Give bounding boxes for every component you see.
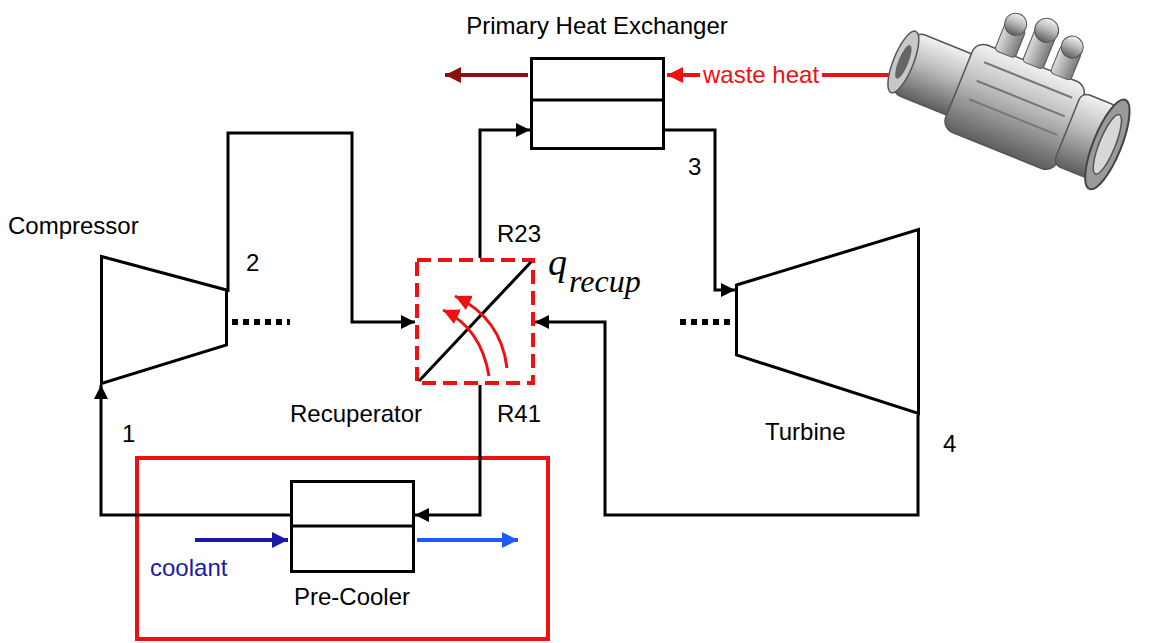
coolant-out-arrow bbox=[417, 538, 518, 542]
flow-line bbox=[665, 130, 735, 290]
engine-illustration bbox=[876, 0, 1153, 194]
recuperator: Recuperator bbox=[415, 258, 535, 385]
compressor-outline bbox=[100, 255, 228, 385]
highlight-frame bbox=[137, 458, 548, 639]
flow-line bbox=[415, 385, 480, 515]
heat-exchanger: Primary Heat Exchanger bbox=[530, 57, 665, 150]
flow-line bbox=[101, 385, 290, 515]
component-label: Recuperator bbox=[290, 400, 422, 428]
turbine-outline bbox=[735, 228, 920, 415]
component-label: Pre-Cooler bbox=[294, 583, 410, 611]
precooler-outline bbox=[290, 480, 415, 573]
flow-line bbox=[228, 133, 415, 322]
state-number: 3 bbox=[688, 153, 701, 181]
component-label: Turbine bbox=[765, 418, 845, 446]
shaft-link bbox=[232, 319, 290, 325]
state-number: 4 bbox=[943, 430, 956, 458]
pre-cooler: Pre-Cooler bbox=[290, 480, 415, 573]
compressor: Compressor bbox=[100, 255, 228, 385]
exhaust-arrow bbox=[445, 73, 528, 77]
coolant-label: coolant bbox=[150, 554, 227, 582]
component-label: Primary Heat Exchanger bbox=[466, 12, 727, 40]
heat-subscript: recup bbox=[569, 262, 641, 300]
state-number: 2 bbox=[246, 249, 259, 277]
shaft-link bbox=[680, 319, 733, 325]
port-label: R23 bbox=[497, 220, 541, 248]
phx-outline bbox=[530, 57, 665, 150]
port-label: R41 bbox=[497, 400, 541, 428]
component-label: Compressor bbox=[8, 212, 139, 240]
coolant-in-arrow bbox=[195, 538, 288, 542]
heat-source-label: waste heat bbox=[700, 61, 822, 89]
state-number: 1 bbox=[122, 420, 135, 448]
heat-symbol: q bbox=[548, 240, 567, 284]
turbine: Turbine bbox=[735, 228, 920, 415]
recuperator-outline bbox=[415, 258, 535, 385]
